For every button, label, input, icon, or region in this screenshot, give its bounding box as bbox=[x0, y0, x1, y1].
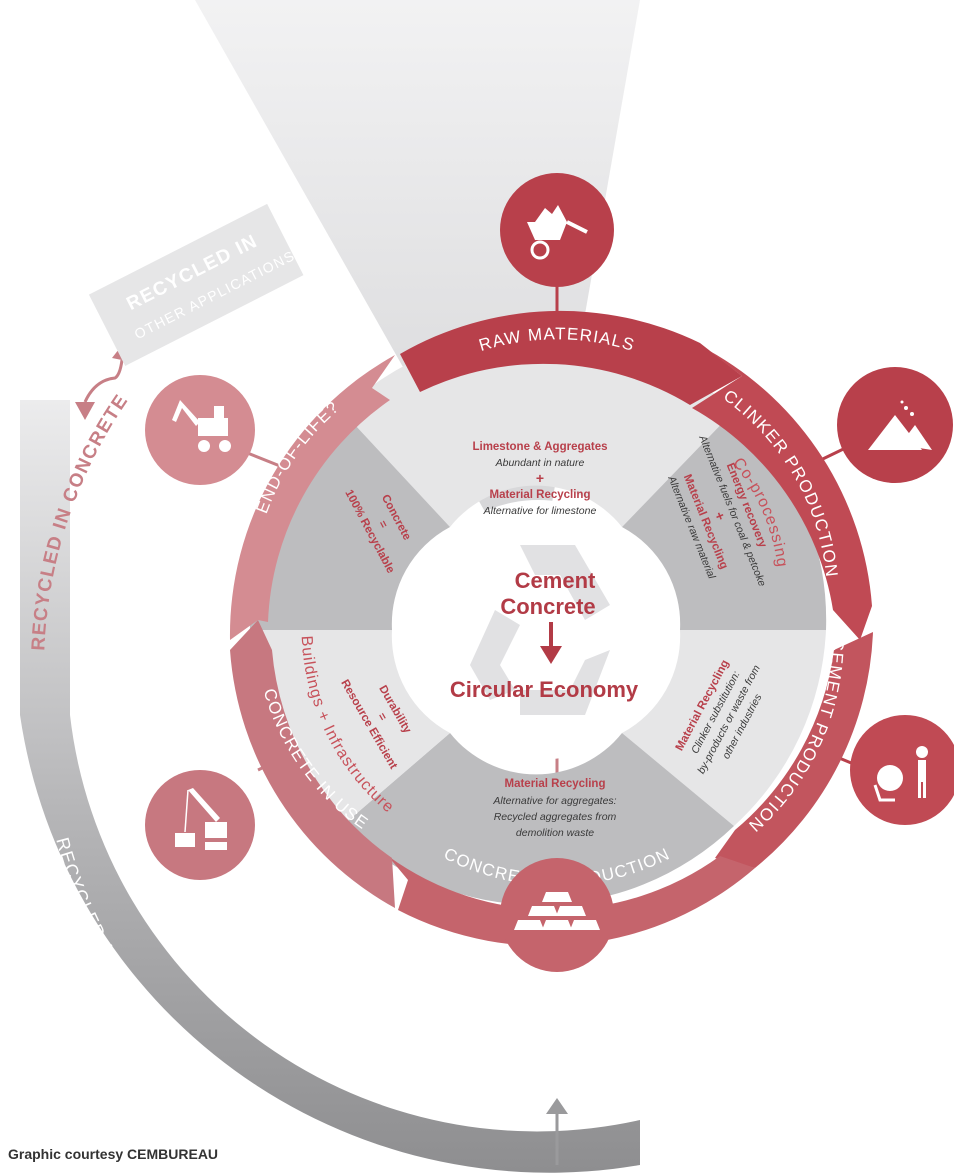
svg-text:+: + bbox=[536, 470, 544, 486]
ring-segments bbox=[229, 310, 873, 947]
recycled-in-concrete-arrow bbox=[75, 402, 95, 420]
svg-text:Recycled aggregates from: Recycled aggregates from bbox=[494, 811, 617, 823]
crane-icon bbox=[145, 770, 255, 880]
svg-text:Material Recycling: Material Recycling bbox=[505, 778, 606, 790]
svg-text:Abundant in nature: Abundant in nature bbox=[495, 457, 585, 469]
segment-in-use bbox=[230, 620, 395, 908]
segment-cement bbox=[715, 632, 873, 868]
wedge-cement bbox=[622, 630, 826, 826]
svg-text:=: = bbox=[376, 519, 390, 531]
split-connector bbox=[83, 359, 124, 403]
wheelbarrow-icon bbox=[500, 173, 614, 287]
stacked-blocks-icon bbox=[500, 858, 614, 972]
segment-concrete bbox=[388, 856, 755, 947]
hub-arrow bbox=[540, 622, 562, 664]
wedge-raw-text: Limestone & Aggregates Abundant in natur… bbox=[472, 441, 607, 517]
recycled-other-banner: RECYCLED IN OTHER APPLICATIONS bbox=[88, 203, 304, 366]
credit-text: Graphic courtesy CEMBUREAU bbox=[8, 1146, 219, 1162]
powder-pile-icon bbox=[837, 367, 953, 483]
hub-concrete: Concrete bbox=[500, 594, 595, 619]
recycle-icon bbox=[470, 545, 610, 715]
segment-raw-materials bbox=[400, 310, 742, 405]
svg-text:Alternative for aggregates:: Alternative for aggregates: bbox=[492, 795, 616, 807]
segment-clinker bbox=[692, 350, 872, 640]
excavator-icon bbox=[145, 375, 255, 485]
svg-text:demolition waste: demolition waste bbox=[516, 827, 594, 839]
hub-circular-economy: Circular Economy bbox=[450, 677, 639, 702]
svg-text:Limestone & Aggregates: Limestone & Aggregates bbox=[472, 441, 607, 453]
feedback-arrow bbox=[546, 1098, 568, 1165]
svg-text:Material Recycling: Material Recycling bbox=[490, 489, 591, 501]
wedge-concrete-text: Material Recycling Alternative for aggre… bbox=[492, 778, 616, 839]
recycled-aggregates-band bbox=[20, 400, 640, 1173]
hub-circle bbox=[408, 500, 668, 760]
hub-cement: Cement bbox=[515, 568, 596, 593]
segment-eol bbox=[229, 355, 395, 640]
svg-text:Alternative for limestone: Alternative for limestone bbox=[483, 505, 597, 517]
worker-with-mixer-icon bbox=[850, 715, 954, 825]
wedge-concrete bbox=[342, 733, 734, 905]
